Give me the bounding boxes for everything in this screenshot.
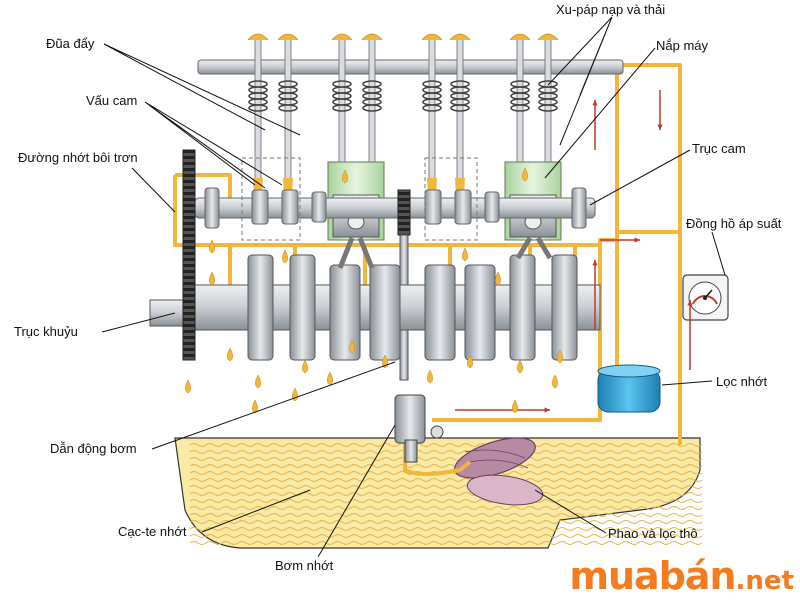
label-oil-pump: Bơm nhớt bbox=[275, 558, 334, 573]
oil-drop bbox=[342, 169, 348, 184]
oil-drop bbox=[495, 271, 501, 286]
flow-arrow-head bbox=[592, 100, 598, 106]
oil-drop bbox=[427, 369, 433, 384]
flow-arrow-head bbox=[544, 407, 550, 413]
valve-stem bbox=[254, 37, 262, 189]
oil-drop bbox=[522, 167, 528, 182]
label-pressure-gauge: Đồng hồ áp suất bbox=[686, 216, 782, 231]
oil-drop bbox=[209, 239, 215, 254]
oil-drop bbox=[349, 339, 355, 354]
label-cam-lobe: Vấu cam bbox=[86, 93, 137, 108]
label-valves: Xu-páp nạp và thải bbox=[556, 2, 665, 17]
label-strainer: Phao và lọc thô bbox=[608, 526, 698, 541]
oil-wave bbox=[189, 485, 703, 489]
oil-wave bbox=[189, 499, 703, 503]
valve-spring-coil bbox=[538, 104, 558, 112]
oil-drop bbox=[227, 347, 233, 362]
valve-oil-splash bbox=[537, 33, 559, 41]
flywheel bbox=[182, 149, 196, 361]
oil-drop bbox=[557, 349, 563, 364]
flow-arrows bbox=[455, 90, 693, 413]
valve-spring-coil bbox=[278, 104, 298, 112]
label-oil-pan: Cạc-te nhớt bbox=[118, 524, 187, 539]
oil-drop bbox=[252, 399, 258, 414]
crankshaft bbox=[149, 236, 601, 361]
oil-drop bbox=[327, 371, 333, 386]
flow-arrow-head bbox=[592, 260, 598, 266]
oil-drop bbox=[302, 359, 308, 374]
labels: Đũa đẩy Vấu cam Đường nhớt bôi trơn Trục… bbox=[14, 2, 782, 573]
watermark-logo: muabán.net bbox=[569, 554, 794, 598]
label-crankshaft: Trục khuỷu bbox=[14, 324, 78, 339]
oil-wave bbox=[189, 443, 703, 447]
valve-stem bbox=[428, 37, 436, 189]
oil-wave bbox=[189, 513, 703, 517]
oil-wave bbox=[189, 450, 703, 454]
oil-drop bbox=[185, 379, 191, 394]
oil-wave bbox=[189, 464, 703, 468]
oil-drop bbox=[467, 354, 473, 369]
watermark-brand: muabán bbox=[569, 554, 736, 598]
oil-filter bbox=[597, 364, 661, 413]
valve-oil-splash bbox=[449, 33, 471, 41]
valve-oil-splash bbox=[421, 33, 443, 41]
valve-oil-splash bbox=[277, 33, 299, 41]
oil-drop bbox=[282, 249, 288, 264]
valve-oil-splash bbox=[247, 33, 269, 41]
valve-stem bbox=[456, 37, 464, 189]
label-cylinder-head: Nắp máy bbox=[656, 38, 709, 53]
label-oil-gallery: Đường nhớt bôi trơn bbox=[18, 150, 138, 165]
valve-oil-splash bbox=[361, 33, 383, 41]
valve-spring-coil bbox=[362, 104, 382, 112]
oil-pump bbox=[394, 394, 444, 463]
camshaft bbox=[194, 157, 596, 241]
valve-spring-coil bbox=[510, 104, 530, 112]
valve-oil-splash bbox=[331, 33, 353, 41]
oil-wave bbox=[189, 541, 703, 545]
label-push-rod: Đũa đẩy bbox=[46, 36, 95, 51]
oil-wave bbox=[189, 520, 703, 524]
oil-drop bbox=[552, 374, 558, 389]
oil-drop bbox=[255, 374, 261, 389]
label-camshaft: Trục cam bbox=[692, 141, 746, 156]
oil-pan bbox=[174, 437, 703, 549]
watermark-tld: .net bbox=[735, 566, 794, 596]
valve-spring-coil bbox=[248, 104, 268, 112]
oil-drop bbox=[209, 271, 215, 286]
oil-drop bbox=[292, 387, 298, 402]
valve-spring-coil bbox=[422, 104, 442, 112]
oil-drops bbox=[185, 167, 563, 414]
flow-arrow-head bbox=[657, 124, 663, 130]
oil-drop bbox=[517, 359, 523, 374]
oil-wave bbox=[189, 506, 703, 510]
valve-oil-splash bbox=[509, 33, 531, 41]
oil-wave bbox=[189, 457, 703, 461]
oil-wave bbox=[189, 527, 703, 531]
oil-surface-waves bbox=[189, 443, 703, 545]
pressure-gauge bbox=[682, 274, 729, 321]
label-oil-filter: Lọc nhớt bbox=[716, 374, 768, 389]
oil-wave bbox=[189, 492, 703, 496]
label-pump-drive: Dẫn động bơm bbox=[50, 441, 137, 456]
oil-drop bbox=[462, 247, 468, 262]
oil-wave bbox=[189, 534, 703, 538]
flow-arrow-head bbox=[634, 237, 640, 243]
valve-spring-coil bbox=[450, 104, 470, 112]
oil-drop bbox=[512, 399, 518, 414]
leader-lines bbox=[101, 16, 726, 558]
oil-wave bbox=[189, 478, 703, 482]
valve-spring-coil bbox=[332, 104, 352, 112]
cylinder-head-rail bbox=[197, 59, 624, 75]
valve-stem bbox=[284, 37, 292, 189]
strainer-float bbox=[454, 437, 544, 506]
flow-arrow-head bbox=[687, 300, 693, 306]
